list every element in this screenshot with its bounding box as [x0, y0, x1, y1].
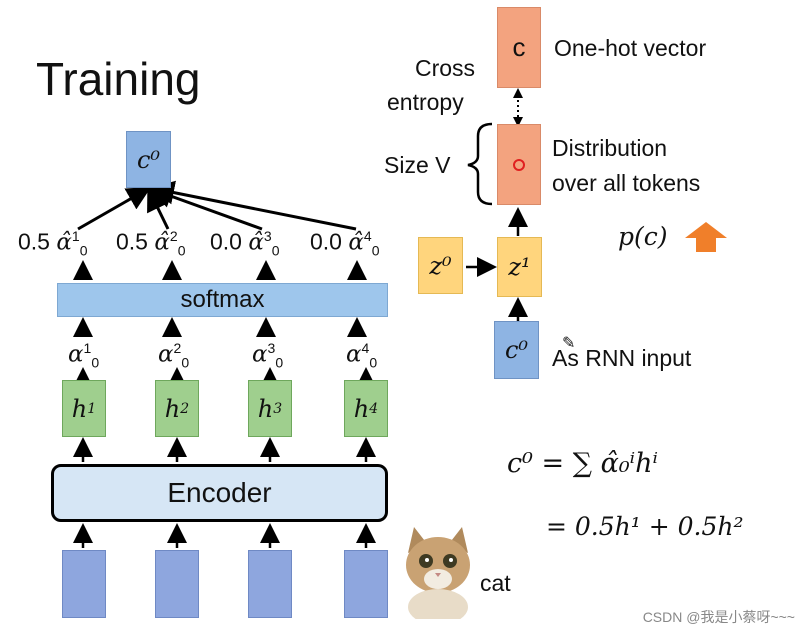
weighted-alpha-4: 0.0 α̂40 [310, 228, 380, 258]
attn-line-4 [156, 189, 356, 229]
formula-line1: c⁰ = ∑ α̂₀ⁱhⁱ [507, 448, 658, 479]
z0-box: z⁰ [418, 237, 463, 294]
attn-line-2 [150, 192, 168, 229]
softmax-bar: softmax [57, 283, 388, 317]
weighted-alpha-2: 0.5 α̂20 [116, 228, 186, 258]
cat-image [400, 523, 476, 619]
encoder-block: Encoder [51, 464, 388, 522]
attn-line-1 [78, 190, 146, 229]
cross-label-line1: Cross [415, 55, 475, 82]
watermark-text: CSDN @我是小蔡呀~~~ [643, 607, 795, 627]
input-token-2 [155, 550, 199, 618]
distribution-label-line2: over all tokens [552, 170, 700, 197]
size-brace [468, 124, 492, 204]
alpha-3: α30 [252, 340, 283, 370]
rnn-input-label: As RNN input [552, 345, 691, 372]
input-token-3 [248, 550, 292, 618]
onehot-label: One-hot vector [554, 35, 706, 62]
distribution-label-line1: Distribution [552, 135, 667, 162]
cursor-dot-icon [513, 159, 525, 171]
c0-input-box: c⁰ [494, 321, 539, 379]
size-v-label: Size V [384, 152, 450, 179]
formula-line2: = 0.5h¹ + 0.5h² [546, 512, 744, 541]
alpha-4: α40 [346, 340, 377, 370]
pc-label: p(c) [618, 222, 668, 251]
cat-label: cat [480, 570, 511, 597]
up-arrow-icon [685, 222, 727, 252]
input-token-4 [344, 550, 388, 618]
distribution-box [497, 124, 541, 205]
weighted-alpha-3: 0.0 α̂30 [210, 228, 280, 258]
alpha-1: α10 [68, 340, 99, 370]
cross-label-line2: entropy [387, 89, 464, 116]
z1-box: z¹ [497, 237, 542, 297]
input-token-1 [62, 550, 106, 618]
alpha-2: α20 [158, 340, 189, 370]
weighted-alpha-1: 0.5 α̂10 [18, 228, 88, 258]
context-vector-box: c⁰ [126, 131, 171, 188]
onehot-box: c [497, 7, 541, 88]
attn-line-3 [154, 190, 262, 229]
